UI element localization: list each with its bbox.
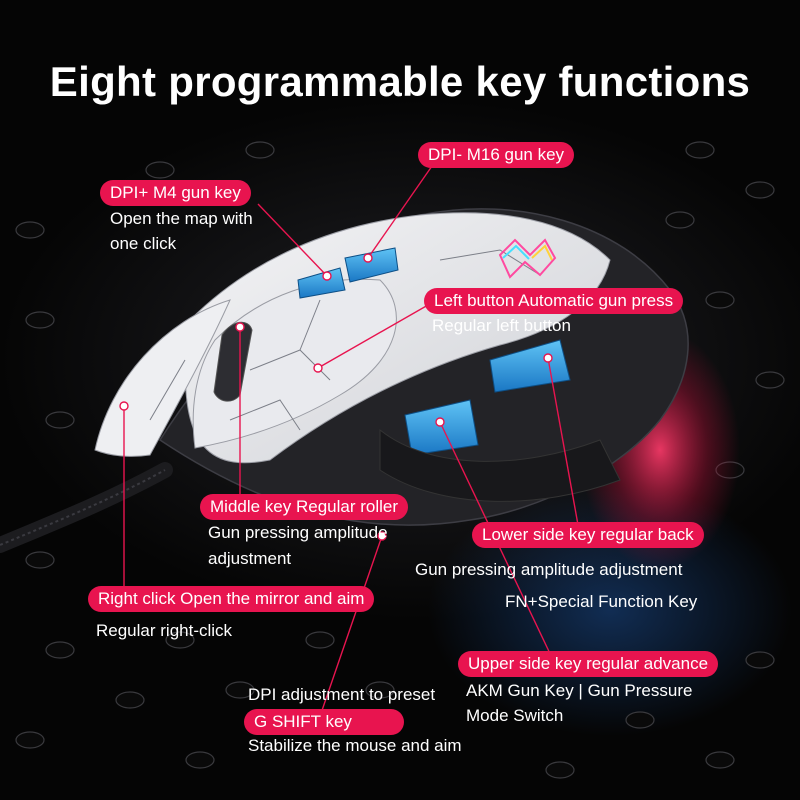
side-grip (379, 428, 621, 502)
callout-right-click-tag: Right click Open the mirror and aim (88, 586, 375, 612)
callout-lower-side-desc-1: Gun pressing amplitude adjustment (415, 560, 683, 579)
callout-lower-side-tag: Lower side key regular back (472, 522, 704, 548)
callout-middle-key-tag: Middle key Regular roller (200, 494, 409, 520)
dpi-minus-key (344, 247, 399, 283)
callout-gshift-desc-1: DPI adjustment to preset (248, 685, 436, 704)
callout-upper-side-desc-2: Mode Switch (466, 706, 564, 725)
callout-dpi-plus-desc-2: one click (110, 234, 177, 253)
brand-logo (498, 238, 557, 279)
callout-upper-side-desc-1: AKM Gun Key | Gun Pressure (466, 681, 693, 700)
upper-side-key (404, 399, 479, 456)
callout-middle-key-desc-2: adjustment (208, 549, 292, 568)
callout-gshift-desc-2: Stabilize the mouse and aim (248, 736, 462, 755)
callout-left-button-desc: Regular left button (432, 316, 571, 335)
callout-lower-side-desc-2: FN+Special Function Key (505, 592, 698, 611)
callout-gshift-tag: G SHIFT key (244, 709, 404, 735)
callout-dpi-plus-tag: DPI+ M4 gun key (100, 180, 251, 206)
mouse-cable (0, 462, 173, 553)
blue-buttons (297, 247, 571, 456)
page-title: Eight programmable key functions (49, 58, 751, 105)
callout-left-button-tag: Left button Automatic gun press (424, 288, 684, 314)
callout-dpi-plus-desc-1: Open the map with (110, 209, 253, 228)
lower-side-key (489, 339, 571, 393)
callout-middle-key-desc-1: Gun pressing amplitude (208, 523, 388, 542)
right-click-panel (94, 299, 231, 457)
background-holes (15, 141, 785, 779)
callout-upper-side-tag: Upper side key regular advance (458, 651, 719, 677)
callout-dots (119, 253, 553, 541)
callout-dpi-minus-tag: DPI- M16 gun key (418, 142, 575, 168)
callout-right-click-desc: Regular right-click (96, 621, 233, 640)
